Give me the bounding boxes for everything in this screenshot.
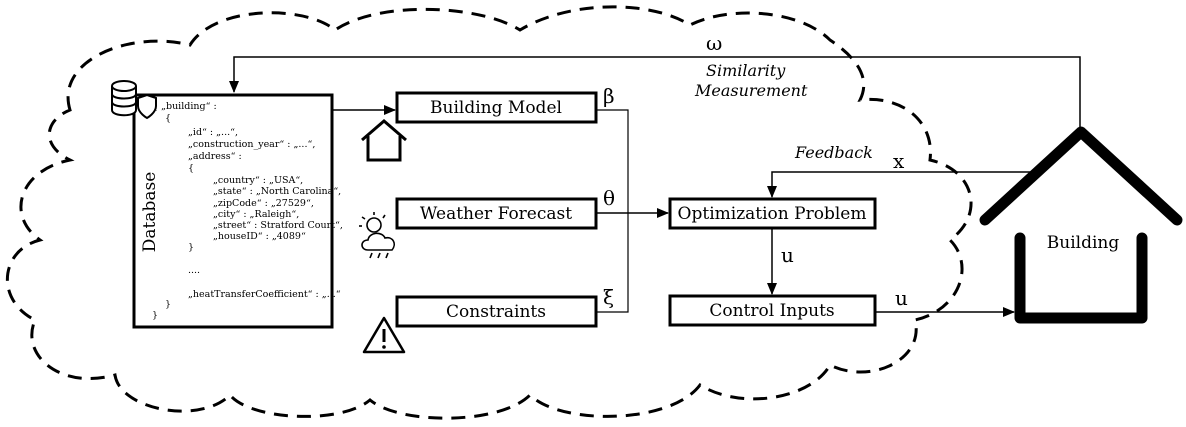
building-house-icon: [979, 126, 1183, 324]
json-line: }: [165, 299, 171, 310]
u-symbol-horizontal: u: [895, 286, 908, 310]
json-line: „country“ : „USA“,: [213, 175, 303, 186]
weather-forecast-label: Weather Forecast: [420, 204, 572, 224]
house-icon: [361, 119, 407, 162]
similarity-label-1: Similarity: [706, 61, 786, 80]
u-symbol-vertical: u: [781, 243, 794, 267]
similarity-line: [229, 56, 1081, 130]
similarity-label-2: Measurement: [694, 81, 808, 100]
json-line: }: [188, 242, 194, 253]
feedback-label: Feedback: [794, 143, 873, 162]
control-inputs-label: Control Inputs: [709, 301, 834, 321]
cloud-boundary: [6, 5, 973, 420]
json-content: { „building“ : { „id“ : „...“, „construc…: [152, 101, 343, 321]
json-line: „state“ : „North Carolina“,: [213, 186, 341, 197]
xi-connector: [597, 213, 629, 313]
feedback-line: [767, 171, 1040, 198]
database-shield-icon: [111, 80, 157, 120]
json-line: „houseID“ : „4089“: [213, 231, 306, 242]
weather-sun-cloud-icon: [359, 212, 395, 259]
json-line: „heatTransferCoefficient“ : „...“: [188, 289, 341, 300]
json-line: „street“ : Stratford Court“,: [213, 220, 343, 231]
json-line: ....: [188, 265, 200, 276]
building-label: Building: [1047, 233, 1120, 253]
json-line: { „building“ :: [152, 101, 217, 112]
omega-symbol: ω: [706, 31, 722, 55]
optimization-problem-label: Optimization Problem: [678, 204, 867, 224]
xi-symbol: ξ: [603, 285, 614, 309]
warning-icon: [362, 316, 406, 354]
json-line: {: [188, 163, 194, 174]
json-line: „address“ :: [188, 151, 242, 162]
theta-symbol: θ: [603, 186, 615, 210]
constraints-label: Constraints: [446, 302, 546, 322]
json-line: }: [152, 310, 158, 321]
weather-forecast-box: [395, 197, 598, 230]
beta-symbol: β: [603, 84, 615, 108]
json-line: {: [165, 113, 171, 124]
database-label: Database: [140, 172, 160, 253]
beta-connector: [597, 109, 629, 213]
x-symbol: x: [893, 149, 905, 173]
building-model-label: Building Model: [430, 98, 562, 118]
control-inputs-box: [668, 294, 877, 327]
optimization-problem-box: [668, 197, 877, 230]
building-model-box: [395, 91, 598, 124]
database-box: [132, 93, 334, 329]
json-line: „construction_year“ : „...“,: [188, 139, 315, 150]
json-line: „id“ : „...“,: [188, 127, 238, 138]
json-line: „zipCode“ : „27529“,: [213, 198, 314, 209]
constraints-box: [395, 295, 598, 328]
json-line: „city“ : „Raleigh“,: [213, 209, 299, 220]
